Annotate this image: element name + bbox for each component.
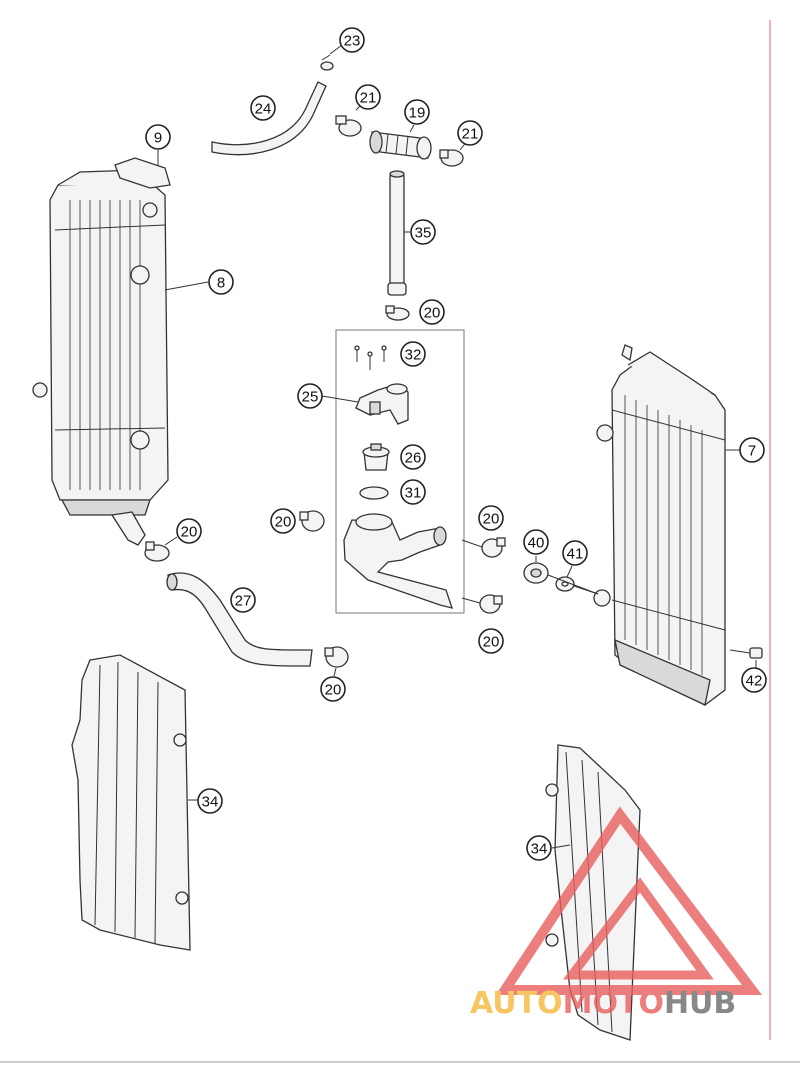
clamp-20-right-upper [481,537,506,558]
o-ring-31 [359,486,389,500]
callout-35: 35 [410,219,436,245]
watermark-auto: AUTO [470,986,563,1021]
clamp-20-mid-left [299,510,325,532]
callout-31-label: 31 [405,485,422,502]
callout-27-label: 27 [235,593,252,610]
watermark-triangle-outer [495,806,763,995]
callout-24-label: 24 [255,101,272,118]
callout-23: 23 [339,27,365,53]
callout-8: 8 [208,269,234,295]
callout-19: 19 [404,99,430,125]
callout-20-bottom: 20 [320,676,346,702]
callout-20-group-right: 20 [478,505,504,531]
svg-text:AUTOMOTOHUB: AUTOMOTOHUB [470,986,736,1021]
callout-7: 7 [739,437,765,463]
hose-24 [211,81,327,156]
clamp-20-right-lower [479,594,503,614]
callout-21-right: 21 [457,120,483,146]
watermark-moto: MOTO [563,986,664,1021]
callout-9: 9 [145,124,171,150]
watermark-hub: HUB [664,986,736,1021]
clamp-23 [320,54,334,71]
callout-20-lower-left: 20 [176,518,202,544]
callout-41: 41 [562,540,588,566]
pipe-35 [387,170,407,296]
callout-20-top-label: 20 [424,305,441,322]
callout-21-left-label: 21 [360,90,377,107]
screws-32 [354,345,387,370]
clamp-21-left [335,115,362,137]
callout-25: 25 [297,383,323,409]
callout-42: 42 [741,667,767,693]
callout-20-group-bottom-label: 20 [483,634,500,651]
callout-19-label: 19 [409,105,426,122]
t-piece-body [343,513,453,609]
clamp-20-top [385,305,410,321]
thermostat-group-box [335,329,465,614]
callout-20-lower-left-label: 20 [181,524,198,541]
callout-7-label: 7 [748,443,756,460]
callout-20-group-right-label: 20 [483,511,500,528]
callout-40-label: 40 [528,535,545,552]
clamp-21-right [439,149,464,167]
callout-32: 32 [400,341,426,367]
callout-21-right-label: 21 [462,126,479,143]
grommet-40 [523,562,549,584]
callout-34-right-label: 34 [531,841,548,858]
callout-26: 26 [400,444,426,470]
callout-20-group-bottom: 20 [478,628,504,654]
callout-32-label: 32 [405,347,422,364]
watermark-triangle-inner [562,877,714,980]
callout-34-left: 34 [197,788,223,814]
callout-20-bottom-label: 20 [325,682,342,699]
callout-24: 24 [250,95,276,121]
callout-41-label: 41 [567,546,584,563]
callout-21-left: 21 [355,84,381,110]
screw-42 [729,647,763,659]
callout-27: 27 [230,587,256,613]
callout-34-left-label: 34 [202,794,219,811]
left-radiator [32,157,171,546]
clamp-20-bottom [324,646,349,668]
callout-34-right: 34 [526,835,552,861]
right-radiator-fins [611,395,726,675]
callout-9-label: 9 [154,130,162,147]
callout-31: 31 [400,479,426,505]
watermark-logo: AUTOMOTOHUB [470,806,763,1021]
callout-25-label: 25 [302,389,319,406]
hose-27 [166,572,313,667]
callout-8-label: 8 [217,275,225,292]
hose-connector-19 [369,130,432,160]
callout-20-group-left: 20 [270,508,296,534]
callout-20-group-left-label: 20 [275,514,292,531]
right-radiator [593,344,726,706]
callout-35-label: 35 [415,225,432,242]
callout-42-label: 42 [746,673,763,690]
thermostat-housing-25 [355,383,409,425]
thermostat-26 [362,443,390,471]
callout-20-top: 20 [419,299,445,325]
callout-40: 40 [523,529,549,555]
clamp-20-lower-left [144,541,170,562]
washer-41 [555,576,575,592]
callout-23-label: 23 [344,33,361,50]
callout-26-label: 26 [405,450,422,467]
left-radiator-shroud [71,654,191,951]
